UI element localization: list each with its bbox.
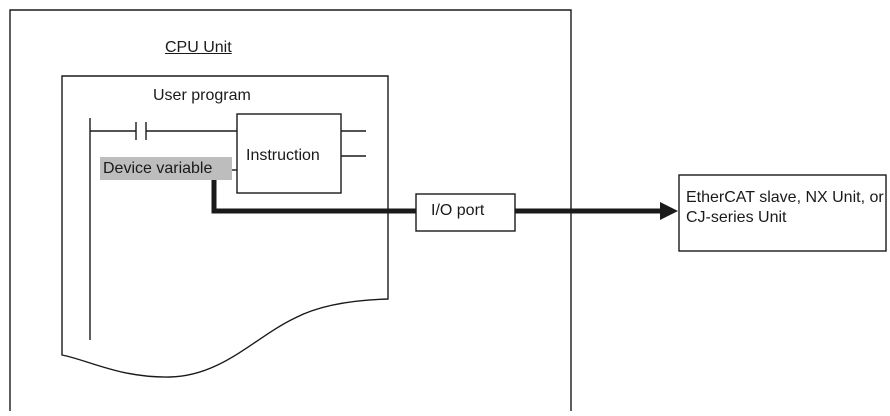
user-program-title: User program	[153, 87, 251, 104]
cpu-unit-title: CPU Unit	[165, 39, 232, 56]
target-unit-label: EtherCAT slave, NX Unit, or CJ-series Un…	[686, 189, 884, 226]
io-port-label: I/O port	[431, 202, 485, 219]
io-port-box	[415, 193, 516, 232]
instruction-box	[236, 113, 342, 194]
device-to-ioport-connection	[211, 180, 416, 214]
target-unit-box	[678, 174, 887, 252]
ioport-to-target-arrowhead	[660, 202, 678, 220]
device-variable-label: Device variable	[100, 157, 232, 180]
instruction-label: Instruction	[246, 147, 320, 164]
